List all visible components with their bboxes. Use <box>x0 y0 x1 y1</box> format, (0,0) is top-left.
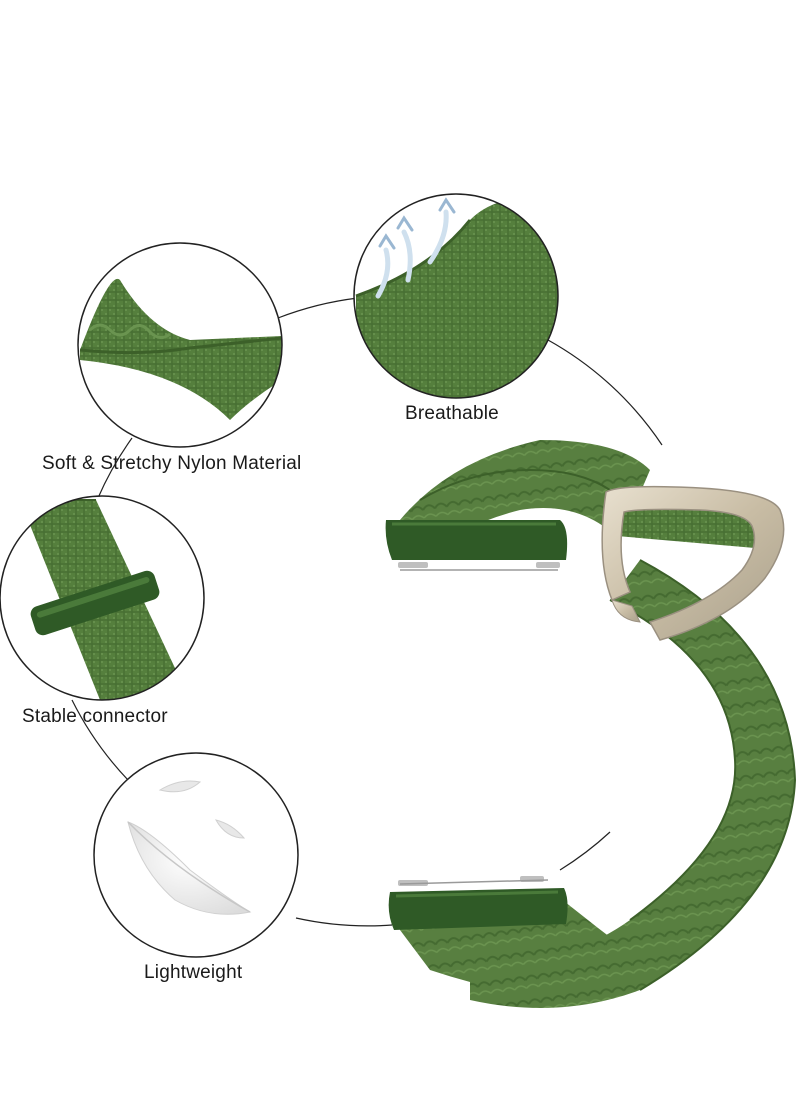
top-connector <box>385 520 568 571</box>
label-breathable: Breathable <box>405 403 499 424</box>
connector-arc <box>71 297 663 927</box>
breathable-detail <box>353 193 559 399</box>
label-lightweight: Lightweight <box>144 962 243 983</box>
feather-icon <box>127 780 252 915</box>
lightweight-detail <box>93 752 299 958</box>
label-soft-stretchy: Soft & Stretchy Nylon Material <box>42 453 302 474</box>
label-stable-connector: Stable connector <box>22 706 168 727</box>
airflow-arrows-icon <box>375 197 456 299</box>
bottom-connector <box>388 876 568 930</box>
watch-strap <box>385 440 797 1008</box>
soft-material-detail <box>77 242 283 448</box>
buckle-icon <box>601 485 785 641</box>
stable-connector-detail <box>0 495 205 701</box>
